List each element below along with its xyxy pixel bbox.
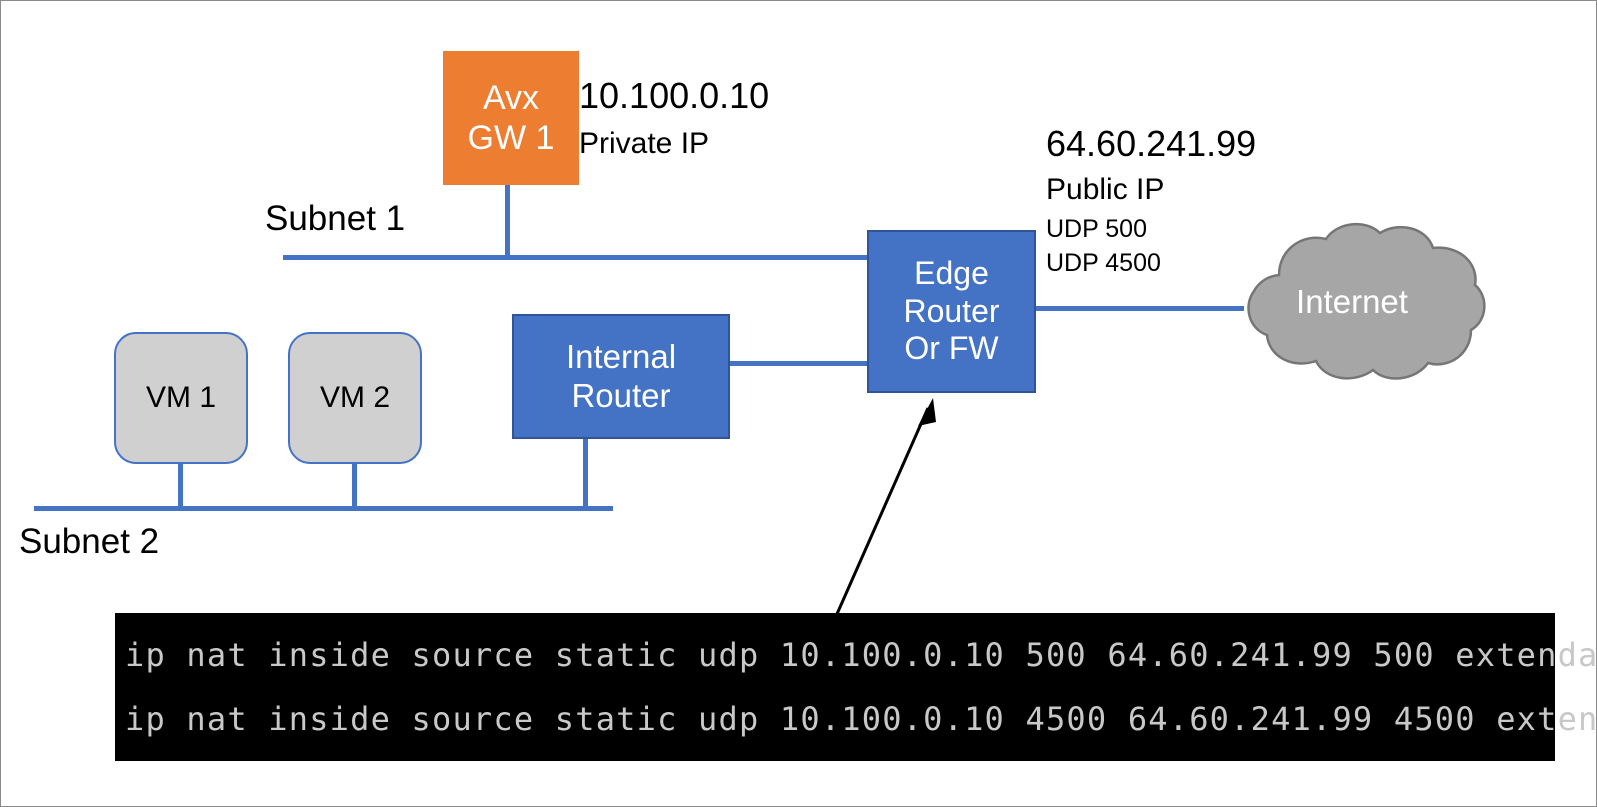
edge-router-to-internet-line (1036, 306, 1244, 311)
internet-cloud-icon[interactable] (1213, 217, 1491, 387)
udp-port-500-label: UDP 500 (1046, 215, 1147, 243)
node-vm-1[interactable]: VM 1 (114, 332, 248, 464)
node-avx-gw-1[interactable]: Avx GW 1 (443, 51, 579, 185)
public-ip-value: 64.60.241.99 (1046, 123, 1257, 164)
subnet-1-bus-line (283, 255, 869, 260)
vm-2-stub-line (352, 462, 357, 510)
node-edge-router[interactable]: Edge Router Or FW (867, 230, 1036, 393)
private-ip-value: 10.100.0.10 (579, 75, 770, 116)
terminal-line-2: ip nat inside source static udp 10.100.0… (125, 700, 1597, 738)
node-internal-router[interactable]: Internal Router (512, 314, 730, 439)
terminal-to-edge-router-arrow (801, 396, 961, 621)
cli-terminal-panel: ip nat inside source static udp 10.100.0… (115, 613, 1597, 761)
avx-gw-stub-line (505, 185, 510, 257)
subnet-2-label: Subnet 2 (19, 522, 160, 561)
subnet-1-label: Subnet 1 (265, 199, 406, 238)
internal-router-stub-line (583, 439, 588, 511)
vm-1-stub-line (178, 462, 183, 510)
udp-port-4500-label: UDP 4500 (1046, 249, 1161, 277)
terminal-line-1: ip nat inside source static udp 10.100.0… (125, 636, 1597, 674)
subnet-2-bus-line (34, 506, 613, 511)
node-vm-2[interactable]: VM 2 (288, 332, 422, 464)
internal-router-to-edge-router-line (730, 361, 870, 366)
private-ip-caption: Private IP (579, 127, 710, 160)
public-ip-caption: Public IP (1046, 173, 1165, 206)
